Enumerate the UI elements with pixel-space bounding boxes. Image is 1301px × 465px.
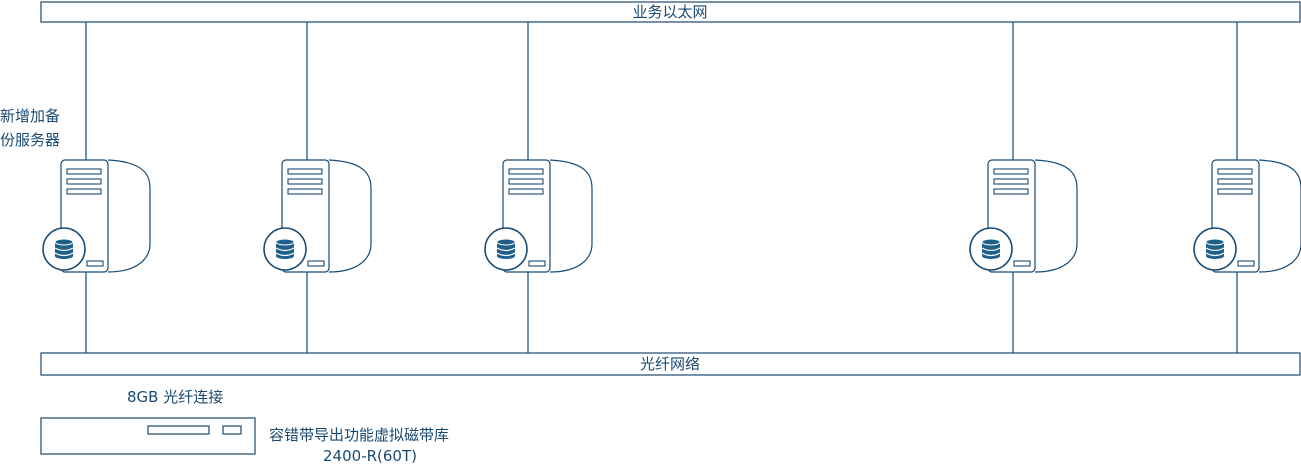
drive-bay-3 — [66, 188, 102, 195]
server-1 — [42, 22, 151, 353]
fiber-connection-label: 8GB 光纤连接 — [127, 388, 223, 406]
new-backup-server-label-line-2: 份服务器 — [0, 131, 60, 149]
tape-slot — [147, 425, 210, 435]
drive-bay-1 — [66, 168, 102, 175]
server-side-panel — [549, 159, 593, 273]
server-side-panel — [1034, 159, 1078, 273]
drive-bay-2 — [287, 178, 323, 185]
server-bottom-slot — [1013, 260, 1031, 267]
drive-bay-2 — [508, 178, 544, 185]
drive-bay-1 — [508, 168, 544, 175]
ethernet-bus: 业务以太网 — [40, 1, 1301, 23]
server-2 — [263, 22, 372, 353]
drive-bay-2 — [993, 178, 1029, 185]
servers-layer — [42, 22, 1301, 353]
tape-library-name: 容错带导出功能虚拟磁带库 — [269, 426, 449, 444]
tape-library-model: 2400-R(60T) — [323, 447, 417, 465]
database-icon — [969, 227, 1013, 271]
database-icon — [263, 227, 307, 271]
server-4 — [969, 22, 1078, 353]
server-5 — [1193, 22, 1301, 353]
drive-bay-3 — [1217, 188, 1253, 195]
database-icon — [42, 227, 86, 271]
ethernet-bus-label: 业务以太网 — [632, 3, 707, 21]
new-backup-server-label-line-1: 新增加备 — [0, 107, 60, 125]
drive-bay-3 — [508, 188, 544, 195]
drive-bay-1 — [993, 168, 1029, 175]
fiber-bus: 光纤网络 — [40, 352, 1301, 376]
drive-bay-2 — [66, 178, 102, 185]
database-icon — [484, 227, 528, 271]
server-bottom-slot — [307, 260, 325, 267]
server-3 — [484, 22, 593, 353]
drive-bay-1 — [287, 168, 323, 175]
server-tower-icon — [1211, 159, 1301, 273]
server-side-panel — [328, 159, 372, 273]
server-bottom-slot — [86, 260, 104, 267]
tape-indicator — [222, 425, 242, 435]
fiber-bus-label: 光纤网络 — [640, 355, 700, 373]
database-icon — [1193, 227, 1237, 271]
drive-bay-3 — [993, 188, 1029, 195]
drive-bay-3 — [287, 188, 323, 195]
server-bottom-slot — [1237, 260, 1255, 267]
server-bottom-slot — [528, 260, 546, 267]
server-side-panel — [107, 159, 151, 273]
drive-bay-2 — [1217, 178, 1253, 185]
new-backup-server-label: 新增加备 份服务器 — [0, 107, 65, 149]
virtual-tape-library — [40, 417, 256, 455]
drive-bay-1 — [1217, 168, 1253, 175]
server-side-panel — [1258, 159, 1301, 273]
tape-library-chassis — [40, 417, 256, 455]
